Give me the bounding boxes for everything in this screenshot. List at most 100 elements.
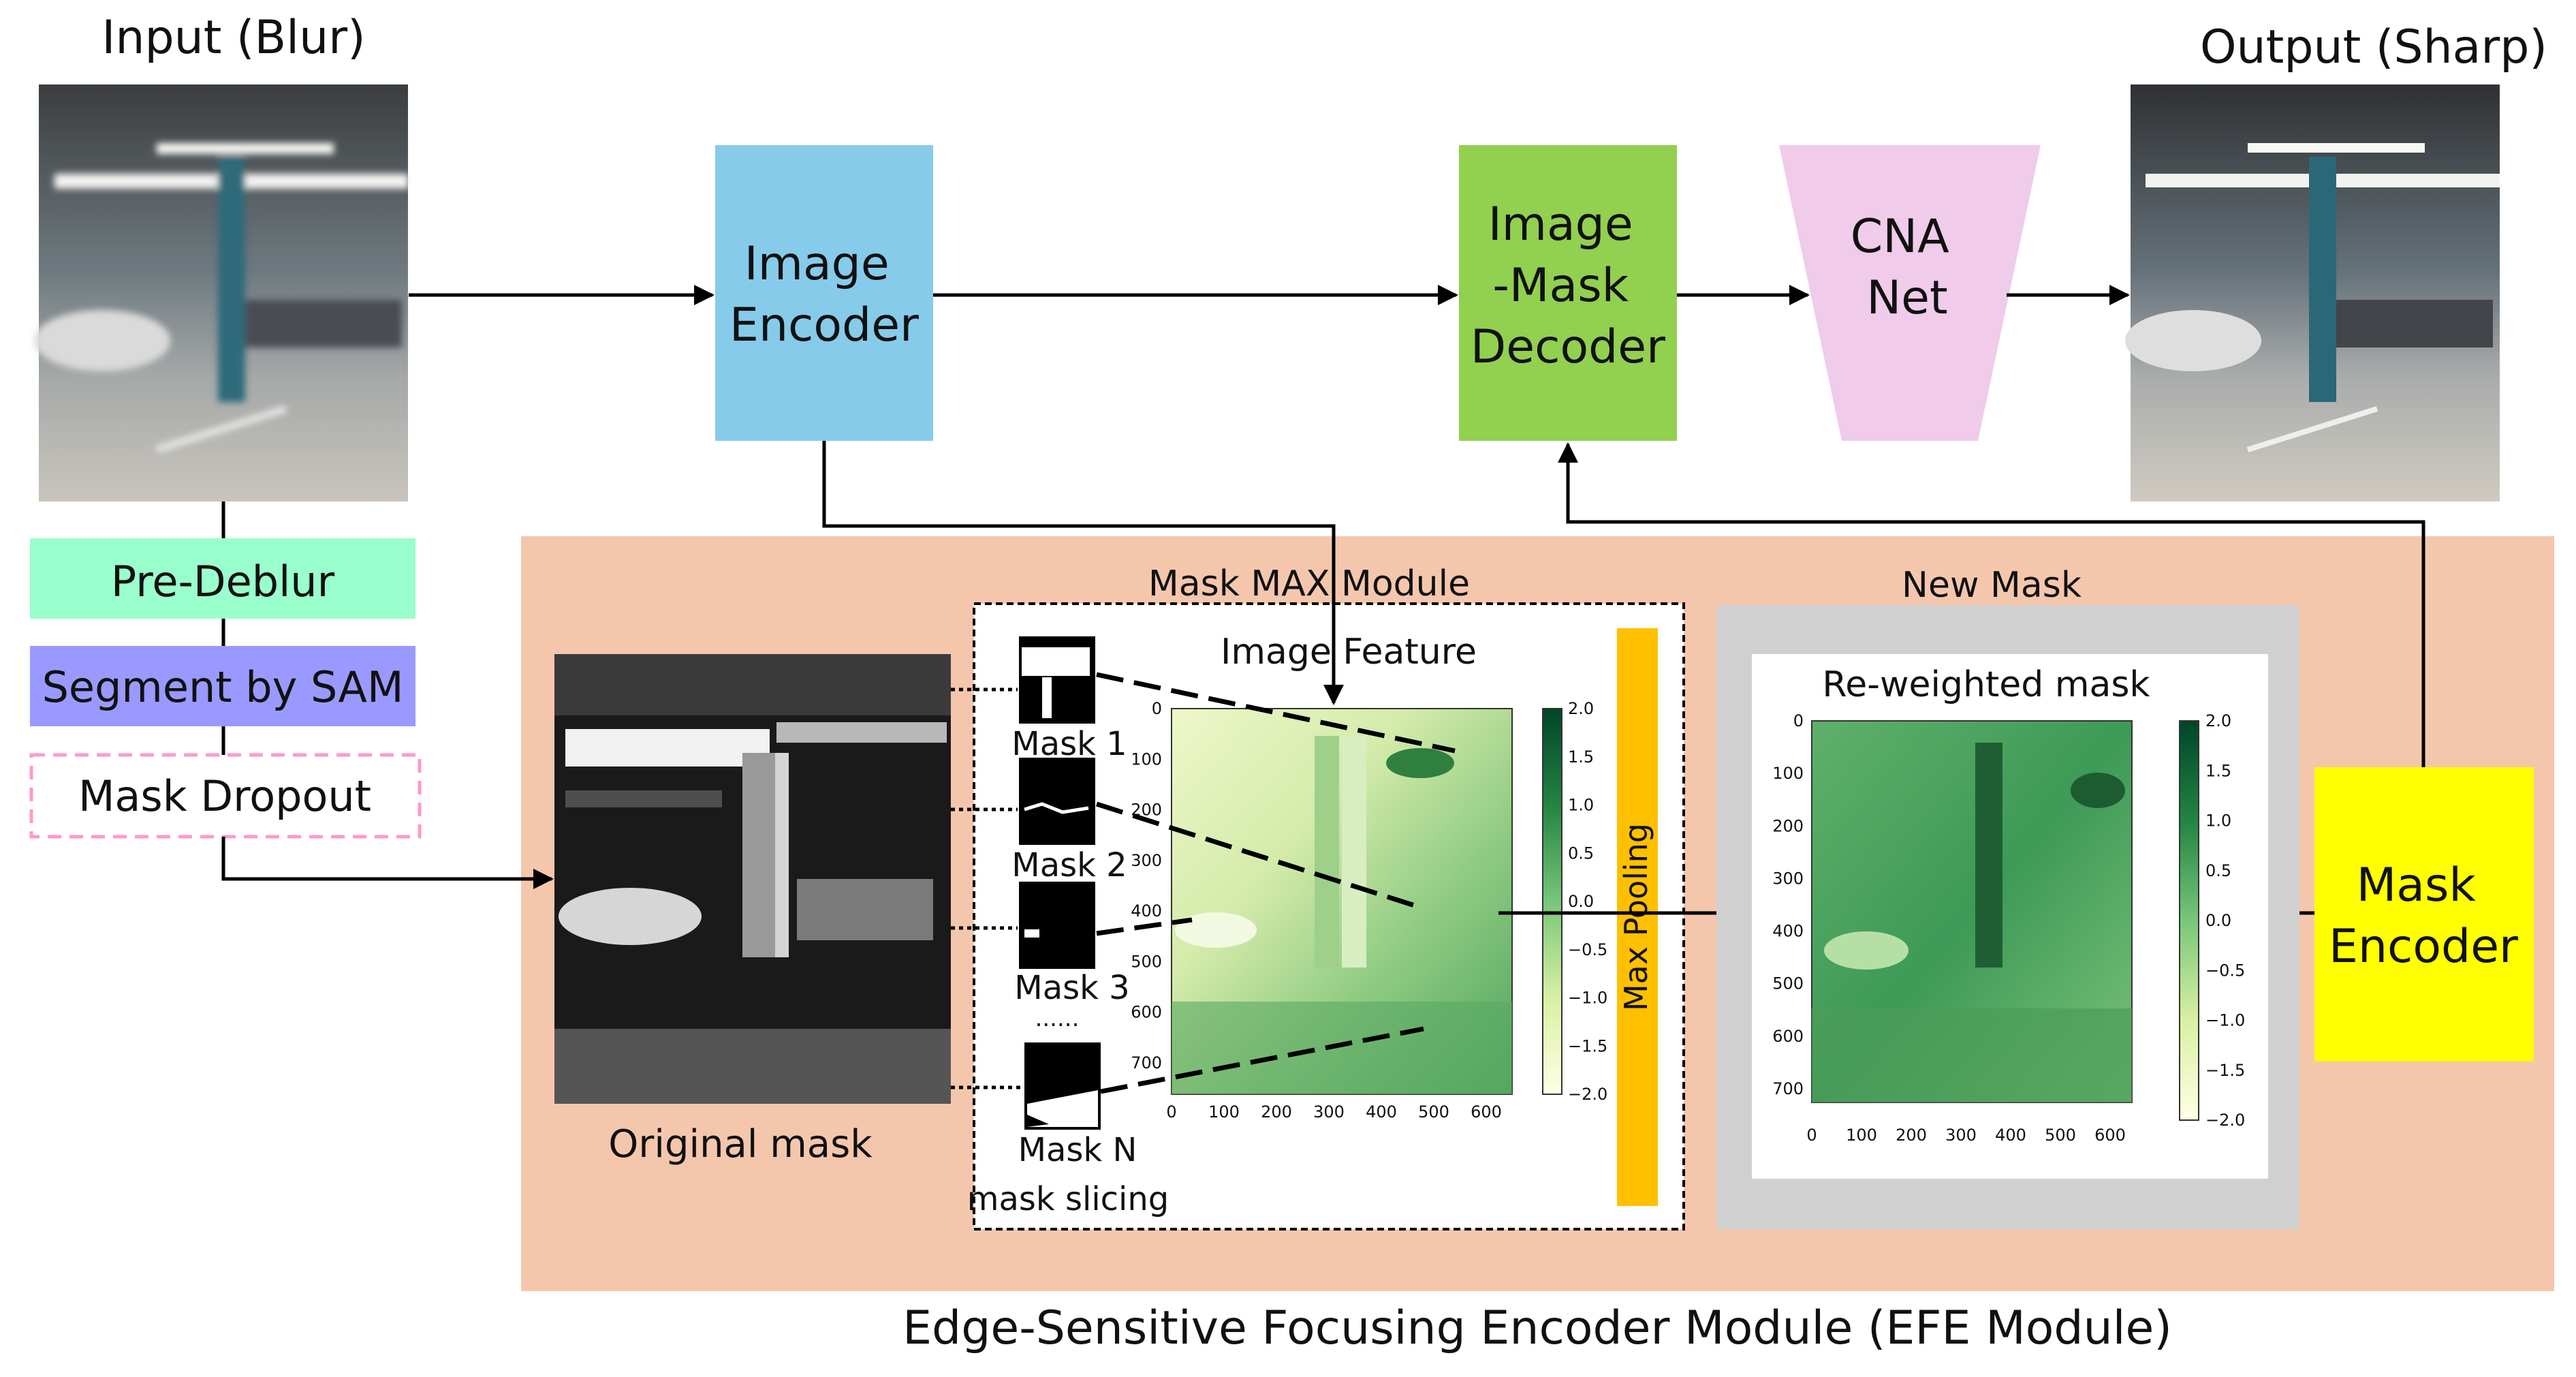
x-tick-label: 600	[1471, 1102, 1502, 1121]
y-tick-label: 0	[1152, 699, 1162, 718]
arrow-maskencoder-to-decoder	[1558, 442, 2425, 767]
colorbar-tick-label: 2.0	[1568, 699, 1594, 718]
x-tick-label: 500	[2045, 1126, 2076, 1145]
max-pooling-bar	[1617, 628, 1658, 1206]
y-tick-label: 400	[1772, 922, 1804, 941]
y-tick-label: 300	[1772, 869, 1804, 888]
pre-deblur-box	[30, 538, 415, 619]
mask-2-label: Mask 2	[1011, 846, 1127, 884]
reweighted-colorbar	[2179, 720, 2199, 1121]
colorbar-tick-label: 1.0	[2205, 811, 2231, 831]
mask-slice-2	[1019, 758, 1095, 845]
mask-dropout-box	[29, 753, 422, 839]
new-mask-title: New Mask	[1902, 565, 2082, 606]
reweighted-heatmap-xaxis: 0 100 200 300 400 500 600	[1806, 1126, 2126, 1145]
colorbar-tick-label: 0.0	[1568, 892, 1594, 911]
y-tick-label: 600	[1772, 1027, 1804, 1046]
segment-by-sam-label: Segment by SAM	[42, 662, 404, 712]
reweighted-heatmap	[1811, 720, 2133, 1103]
mask-1-label: Mask 1	[1011, 725, 1127, 763]
efe-module-caption: Edge-Sensitive Focusing Encoder Module (…	[902, 1301, 2172, 1355]
colorbar-tick-label: −1.5	[1568, 1036, 1607, 1055]
segment-by-sam-box	[30, 646, 415, 726]
x-tick-label: 200	[1896, 1126, 1927, 1145]
colorbar-tick-label: 1.5	[2205, 761, 2231, 780]
x-tick-label: 300	[1313, 1102, 1345, 1121]
y-tick-label: 500	[1772, 974, 1804, 993]
x-tick-label: 400	[1995, 1126, 2026, 1145]
arrow-encoder-to-feature	[822, 441, 1344, 705]
feature-heatmap	[1171, 708, 1513, 1095]
x-tick-label: 500	[1418, 1102, 1449, 1121]
feature-colorbar	[1542, 708, 1562, 1095]
mask-n-label: Mask N	[1018, 1131, 1137, 1169]
feature-colorbar-ticks: 2.0 1.5 1.0 0.5 0.0 −0.5 −1.0 −1.5 −2.0	[1568, 699, 1607, 1104]
colorbar-tick-label: 0.5	[1568, 844, 1594, 863]
y-tick-label: 100	[1772, 764, 1804, 783]
x-tick-label: 300	[1945, 1126, 1977, 1145]
colorbar-tick-label: −0.5	[1568, 940, 1607, 959]
image-encoder-label: Image Encoder	[729, 237, 919, 352]
feature-heatmap-xaxis: 0 100 200 300 400 500 600	[1166, 1102, 1502, 1121]
original-mask-label: Original mask	[608, 1122, 873, 1166]
colorbar-tick-label: 0.5	[2205, 861, 2231, 880]
projection-line-3	[1096, 917, 1193, 936]
projection-line-1	[1096, 672, 1456, 754]
colorbar-tick-label: −2.0	[1568, 1085, 1607, 1104]
max-pooling-label: Max Pooling	[1618, 823, 1654, 1011]
colorbar-tick-label: 1.5	[1568, 747, 1594, 767]
mask-slice-n	[1024, 1042, 1101, 1130]
x-tick-label: 200	[1261, 1102, 1292, 1121]
image-feature-title: Image Feature	[1221, 632, 1477, 672]
projection-line-n	[1100, 1026, 1424, 1094]
input-title: Input (Blur)	[101, 11, 365, 65]
colorbar-tick-label: 2.0	[2205, 711, 2231, 730]
y-tick-label: 700	[1131, 1053, 1162, 1072]
mask-encoder-label: Mask Encoder	[2329, 858, 2518, 974]
output-title: Output (Sharp)	[2200, 20, 2547, 74]
colorbar-tick-label: −2.0	[2205, 1111, 2245, 1130]
mask-3-label: Mask 3	[1014, 969, 1129, 1007]
x-tick-label: 100	[1208, 1102, 1240, 1121]
cna-net-label: CNA Net	[1851, 210, 1964, 325]
input-photo	[34, 84, 409, 501]
y-tick-label: 700	[1772, 1079, 1804, 1098]
colorbar-tick-label: −1.5	[2205, 1061, 2245, 1080]
mask-ellipsis: ......	[1035, 1005, 1080, 1032]
colorbar-tick-label: −1.0	[1568, 989, 1607, 1008]
x-tick-label: 0	[1166, 1102, 1176, 1121]
image-mask-decoder-box	[1459, 145, 1677, 441]
image-encoder-box	[715, 145, 933, 441]
reweighted-heatmap-yaxis: 0 100 200 300 400 500 600 700	[1772, 711, 1804, 1098]
colorbar-tick-label: 1.0	[1568, 796, 1594, 815]
y-tick-label: 300	[1131, 851, 1162, 870]
x-tick-label: 600	[2094, 1126, 2126, 1145]
mask-encoder-box	[2314, 767, 2534, 1062]
arrow-dropout-to-original-mask	[221, 837, 554, 889]
mask-max-module-title: Mask MAX Module	[1148, 563, 1470, 604]
colorbar-tick-label: −0.5	[2205, 961, 2245, 980]
image-mask-decoder-label: Image -Mask Decoder	[1471, 198, 1665, 374]
colorbar-tick-label: 0.0	[2205, 911, 2231, 930]
reweighted-mask-title: Re-weighted mask	[1822, 664, 2150, 705]
pre-deblur-label: Pre-Deblur	[111, 557, 335, 606]
colorbar-tick-label: −1.0	[2205, 1011, 2245, 1030]
x-tick-label: 100	[1846, 1126, 1877, 1145]
original-mask-image	[554, 654, 951, 1104]
x-tick-label: 400	[1366, 1102, 1397, 1121]
y-tick-label: 400	[1131, 901, 1162, 920]
y-tick-label: 0	[1793, 711, 1804, 730]
mask-slicing-label: mask slicing	[967, 1180, 1169, 1218]
mask-slice-3	[1019, 882, 1095, 969]
y-tick-label: 200	[1772, 816, 1804, 835]
y-tick-label: 500	[1131, 952, 1162, 971]
reweighted-colorbar-ticks: 2.0 1.5 1.0 0.5 0.0 −0.5 −1.0 −1.5 −2.0	[2205, 711, 2245, 1130]
mask-slice-1	[1019, 636, 1095, 724]
mask-dropout-label: Mask Dropout	[78, 771, 371, 821]
x-tick-label: 0	[1806, 1126, 1817, 1145]
y-tick-label: 100	[1131, 749, 1162, 769]
y-tick-label: 600	[1131, 1003, 1162, 1022]
projection-line-2	[1095, 801, 1418, 909]
